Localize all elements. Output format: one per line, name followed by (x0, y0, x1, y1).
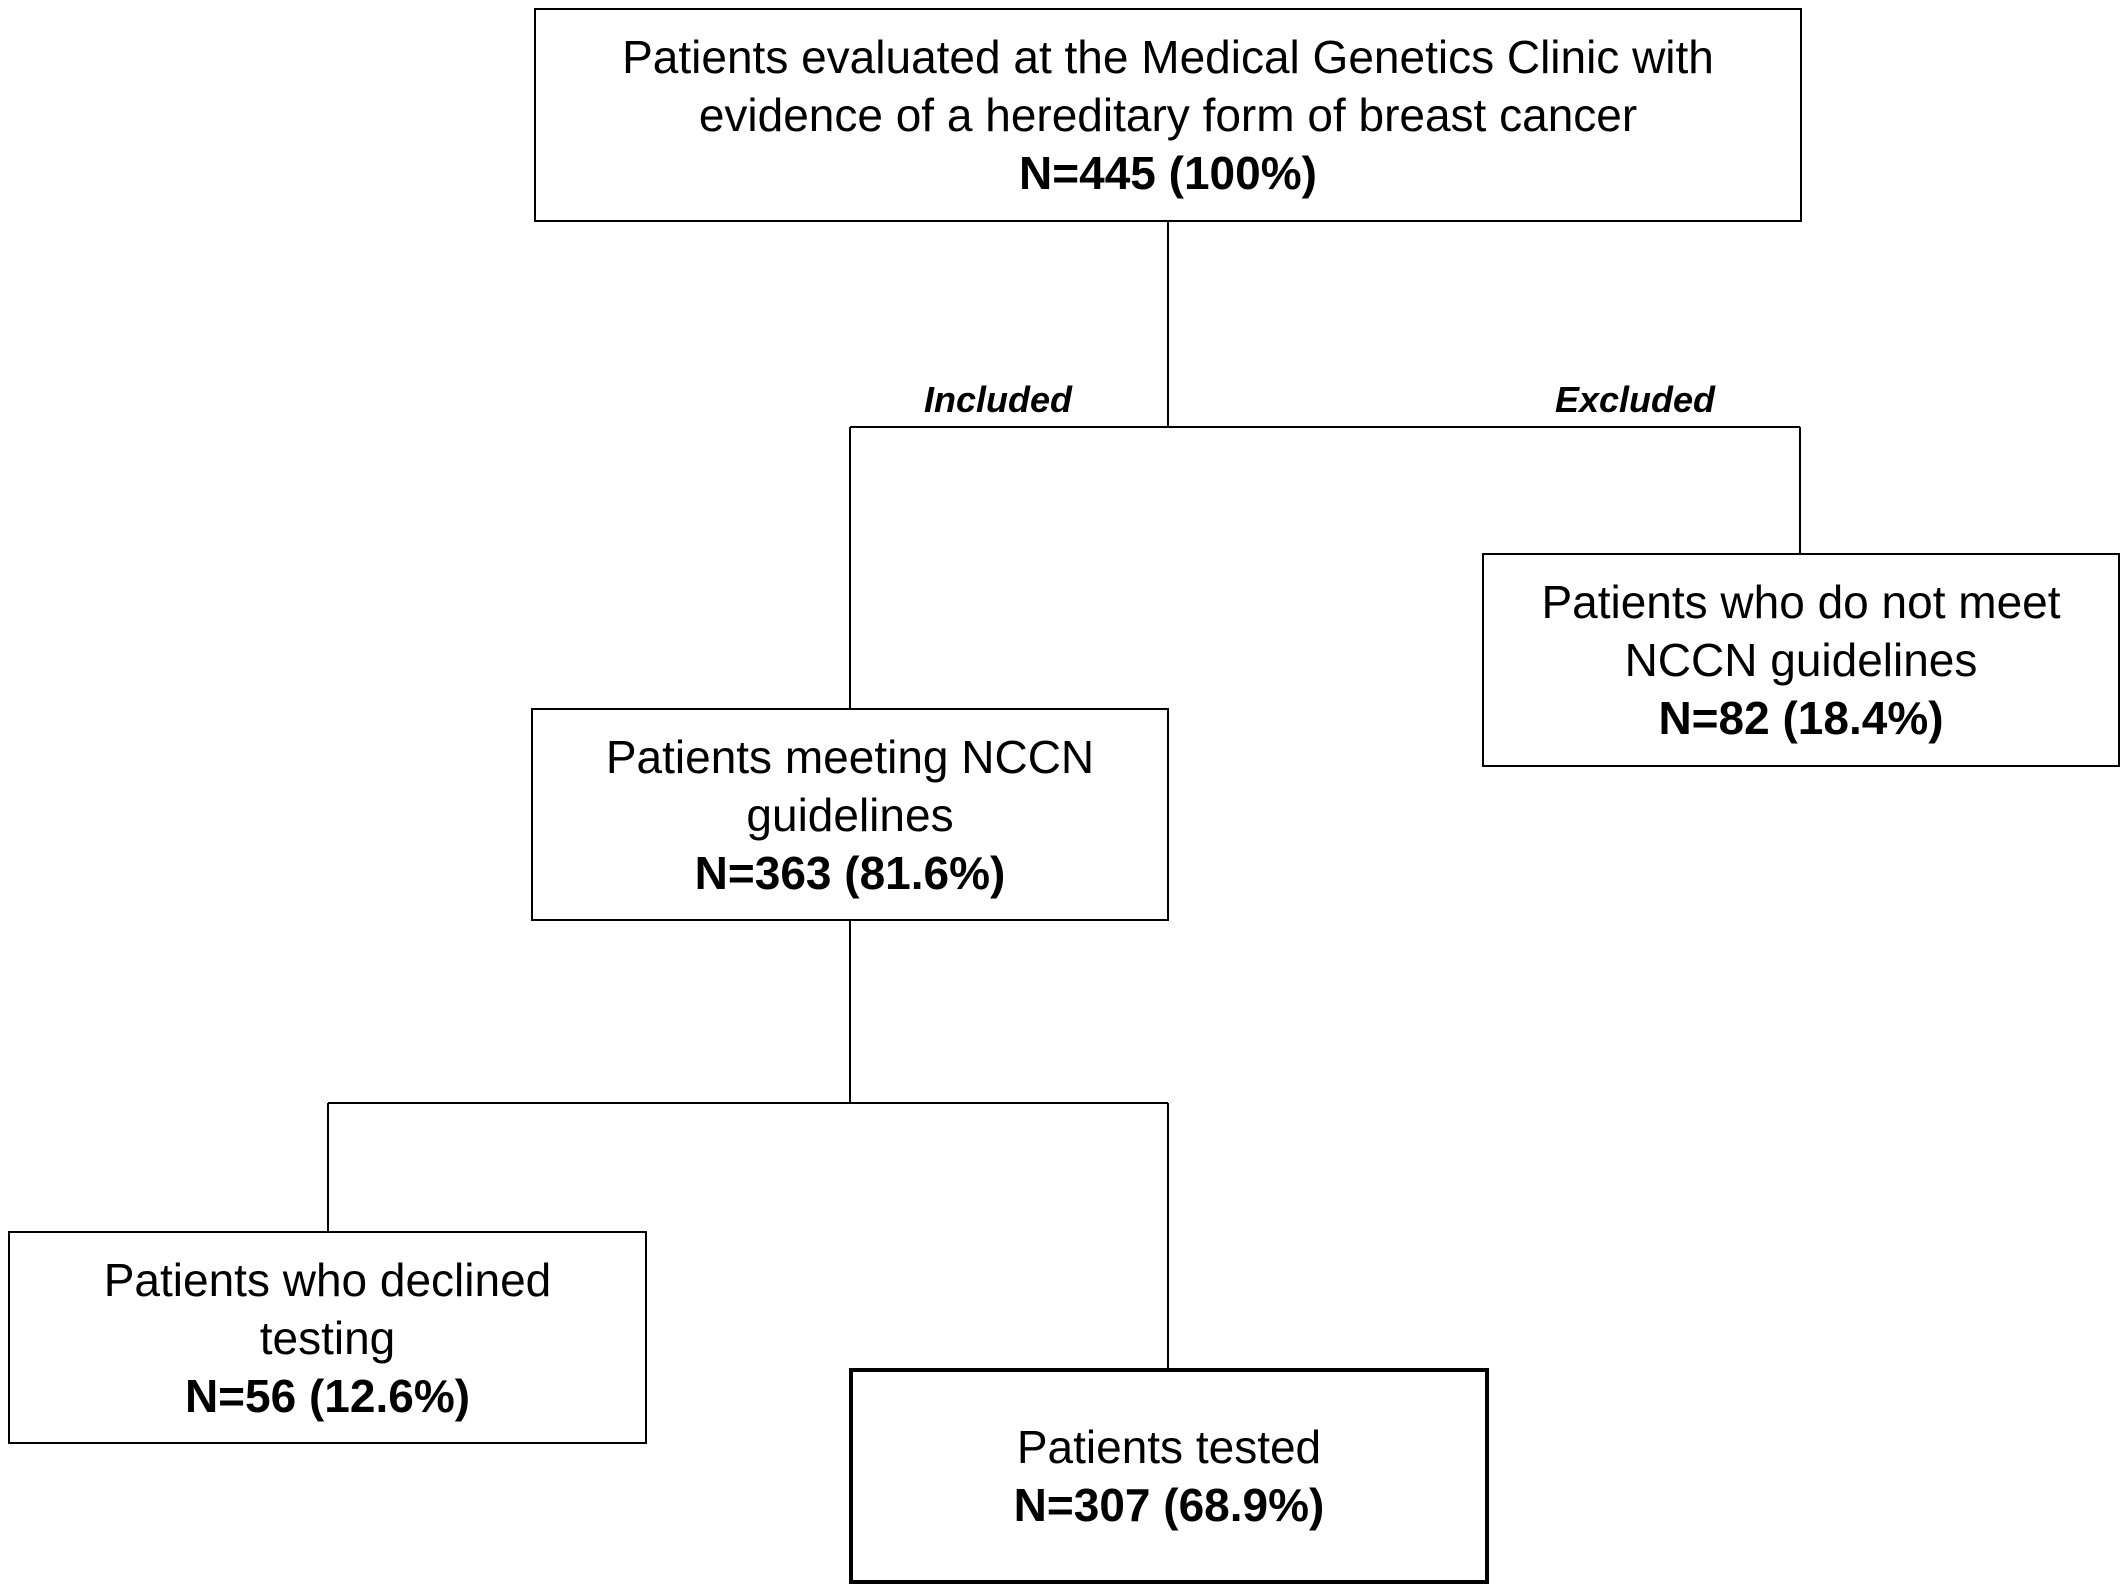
node-declined-testing-text: Patients who declined testing (103, 1253, 552, 1364)
node-meeting-guidelines-text: Patients meeting NCCN guidelines (605, 730, 1095, 841)
node-declined-testing-count: N=56 (12.6%) (184, 1369, 471, 1422)
node-tested: Patients tested N=307 (68.9%) (849, 1368, 1489, 1584)
node-evaluated: Patients evaluated at the Medical Geneti… (534, 8, 1802, 222)
node-declined-testing: Patients who declined testing N=56 (12.6… (8, 1231, 647, 1444)
node-tested-count: N=307 (68.9%) (1013, 1479, 1325, 1531)
node-meeting-guidelines-count: N=363 (81.6%) (694, 846, 1006, 899)
node-not-meeting-guidelines: Patients who do not meet NCCN guidelines… (1482, 553, 2120, 767)
node-evaluated-count: N=445 (100%) (1019, 147, 1317, 199)
node-not-meeting-guidelines-count: N=82 (18.4%) (1658, 692, 1944, 744)
node-not-meeting-guidelines-text: Patients who do not meet NCCN guidelines (1541, 576, 2061, 686)
node-tested-text: Patients tested (1016, 1421, 1322, 1473)
branch-label-included: Included (924, 379, 1073, 420)
node-evaluated-text: Patients evaluated at the Medical Geneti… (622, 31, 1714, 141)
node-meeting-guidelines: Patients meeting NCCN guidelines N=363 (… (531, 708, 1169, 921)
branch-label-excluded: Excluded (1555, 379, 1716, 420)
